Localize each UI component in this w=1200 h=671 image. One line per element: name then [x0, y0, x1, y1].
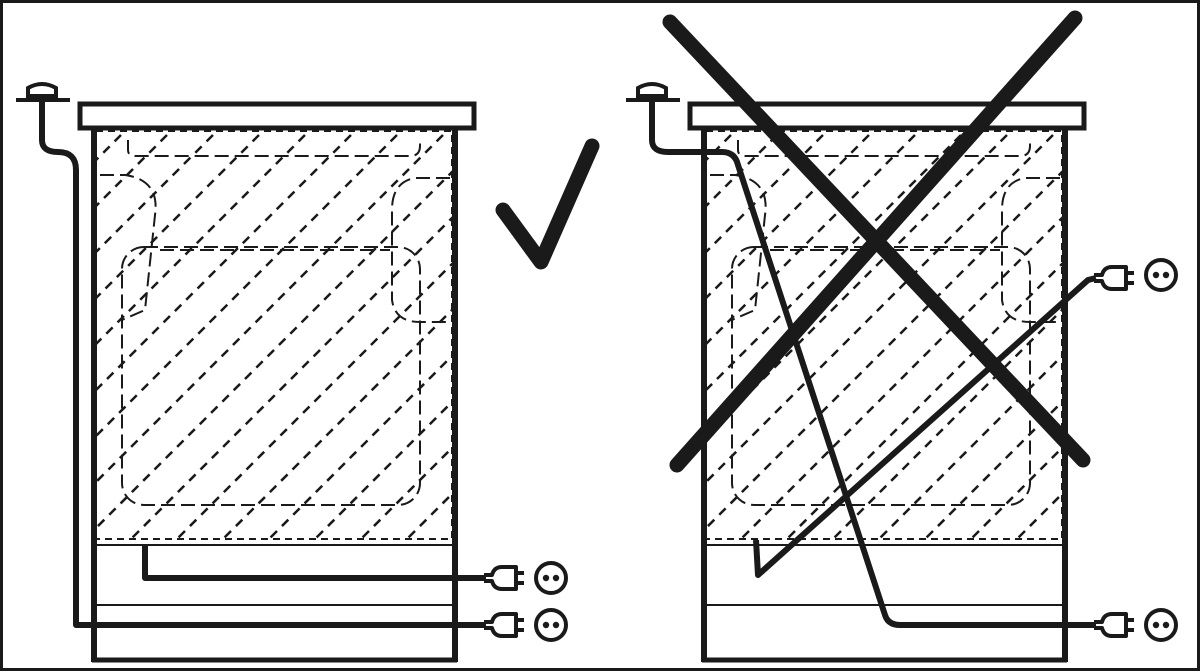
hatch-line	[96, 131, 449, 484]
power-cable	[142, 545, 486, 581]
cable-hose-crossing	[649, 100, 1096, 628]
hatch-line	[706, 131, 829, 254]
door-outline	[95, 130, 453, 540]
hatch-line	[96, 170, 452, 530]
hatch-line	[96, 131, 265, 300]
hatch-line	[96, 131, 173, 208]
worktop	[687, 101, 1087, 131]
hatch-line	[96, 131, 357, 392]
appliance-incorrect	[687, 101, 1087, 663]
checkmark-icon	[495, 138, 600, 270]
power-cable-crossing	[753, 275, 1097, 578]
hatch-line	[706, 131, 783, 208]
hatch-line	[706, 170, 1062, 530]
hatch-line	[96, 131, 403, 438]
hatch-line	[706, 131, 1059, 484]
appliance-correct	[77, 101, 477, 663]
glass-hatching	[96, 131, 452, 539]
hatch-line	[96, 131, 219, 254]
inner-tub	[121, 246, 421, 506]
hatch-line	[706, 131, 921, 346]
worktop	[77, 101, 477, 131]
cable-hose	[39, 100, 486, 628]
cross-icon	[662, 10, 1091, 473]
hatch-line	[706, 131, 967, 392]
hatch-line	[96, 131, 311, 346]
hatch-line	[706, 131, 1013, 438]
